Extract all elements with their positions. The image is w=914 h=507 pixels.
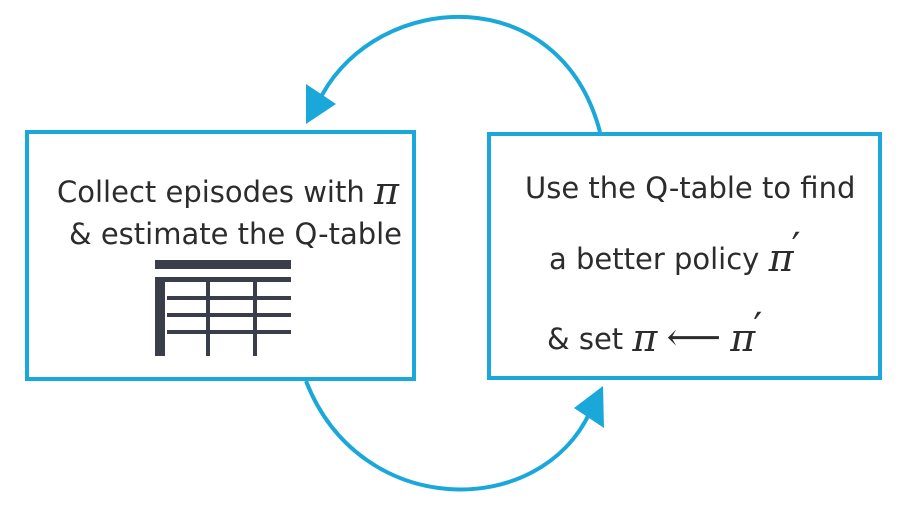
estimate-qtable-label: & estimate the Q-table [69,217,403,251]
bottom-arrowhead [574,386,604,428]
collect-episodes-label: Collect episodes with [57,175,365,209]
better-policy-text: a better policy π′ [549,228,801,277]
collect-episodes-box: Collect episodes with π & estimate the Q… [25,130,416,381]
prime-mark: ′ [791,225,801,271]
left-arrow-icon: ⟵ [666,315,722,359]
set-policy-text: & set π ⟵ π′ [547,308,762,359]
pi-symbol: π [373,169,399,213]
better-policy-label: a better policy [549,242,760,276]
pi-prime-symbol: π [768,236,794,280]
bottom-cycle-arrow [304,380,592,492]
collect-episodes-text: Collect episodes with π [57,170,399,210]
use-qtable-label: Use the Q-table to find [525,171,856,205]
prime-mark: ′ [753,305,763,351]
top-arrowhead [306,84,336,124]
pi-prime-symbol: π [730,316,756,360]
top-cycle-arrow [320,14,602,133]
pi-symbol: π [632,316,658,360]
improve-policy-box: Use the Q-table to find a better policy … [487,132,882,380]
set-label: & set [547,322,624,356]
table-icon [155,260,291,356]
